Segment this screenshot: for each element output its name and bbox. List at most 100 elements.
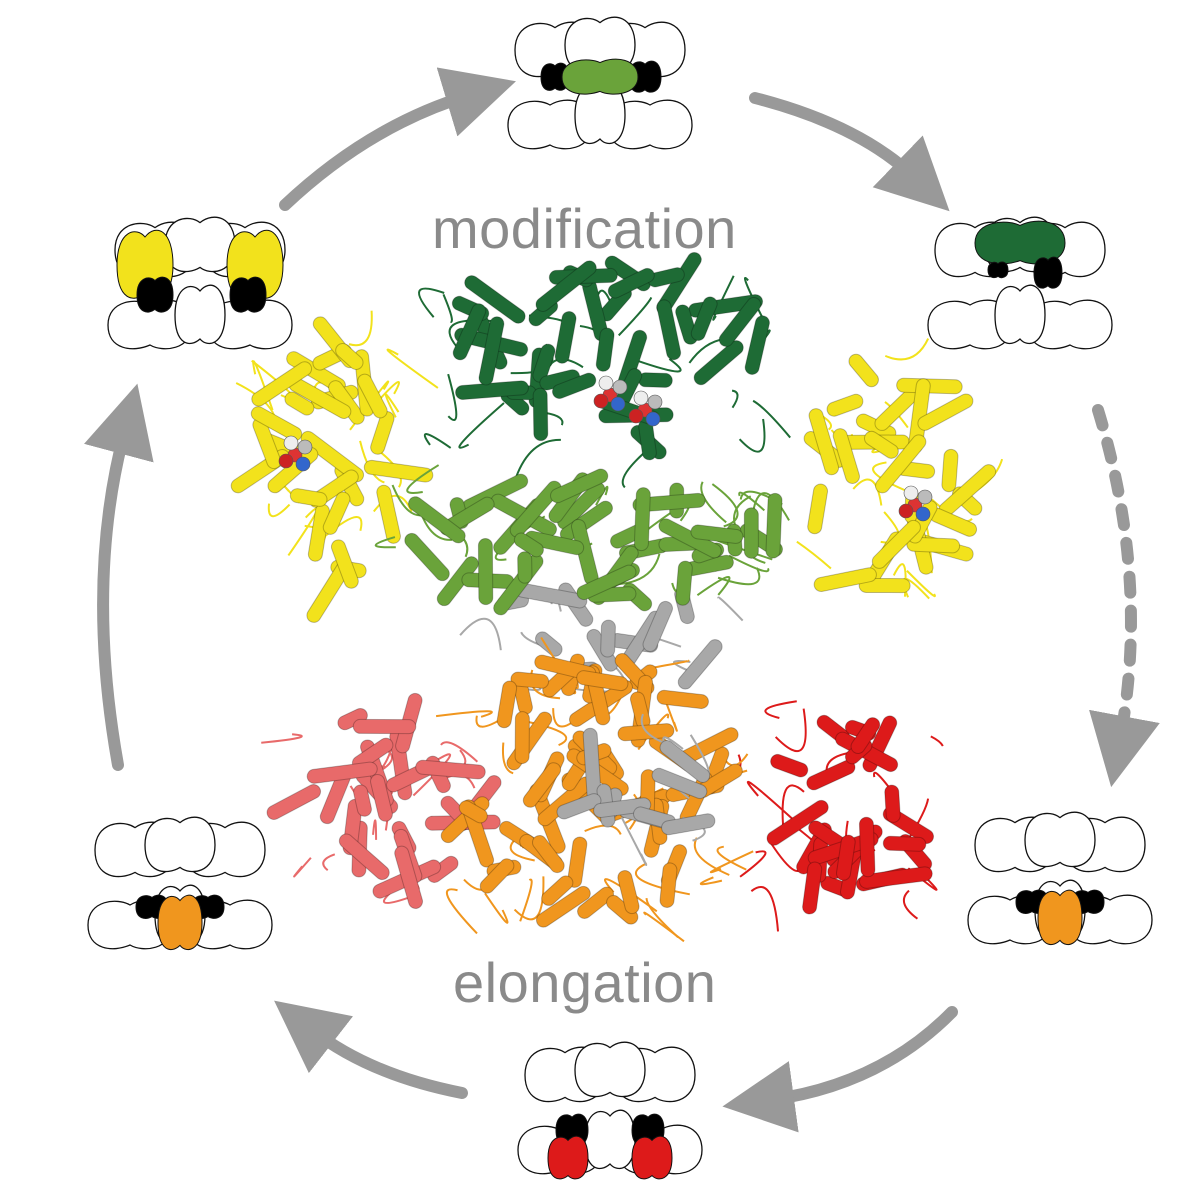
loop [750,885,780,932]
atom-sphere [633,390,649,406]
atom-sphere [898,503,914,519]
helix-cylinder [850,717,881,754]
atom-sphere [297,439,313,455]
helix-cylinder [808,408,840,476]
helix-cylinder [514,711,530,765]
loop [293,857,312,878]
loop [645,898,679,939]
loop [374,536,396,549]
helix-cylinder [576,564,637,601]
loop [693,837,730,876]
subunit-outline [574,1041,646,1098]
helix-cylinder [557,481,606,530]
subunit-outline [607,99,693,150]
helix-cylinder [404,532,450,582]
helix-cylinder [848,353,879,388]
atom-sphere [610,396,626,412]
helix-cylinder [690,296,718,341]
light-green-domain [374,464,790,616]
helix-cylinder [353,784,372,817]
helix-cylinder [532,387,549,442]
loop [774,708,807,752]
red-domain-right [701,700,944,932]
subunit-outline [584,1109,636,1169]
helix-cylinder [577,886,615,919]
helix-cylinder [567,836,588,888]
loop [700,876,723,886]
helix-cylinder [554,310,577,364]
loop [739,850,767,878]
loop [764,700,797,719]
helix-cylinder [632,492,706,513]
loop [521,719,568,747]
helix-cylinder [479,858,515,894]
arrow-bottom-left [274,1000,468,1099]
loop [902,889,919,920]
helix-cylinder [452,303,487,361]
helix-cylinder [363,459,434,483]
arrow-right-dashed [1089,404,1160,788]
subunit-outline [1024,811,1096,868]
loop [348,310,373,347]
helix-cylinder [832,428,860,484]
loop [445,888,478,935]
helix-cylinder [415,759,486,780]
loop [519,878,533,922]
dark-green-domain [418,251,791,489]
helix-cylinder [826,393,864,417]
helix-cylinder [871,519,921,569]
loop [322,853,336,872]
elongation-label: elongation [453,951,717,1014]
atom-sphere [647,394,663,410]
loop [406,464,440,494]
helix-cylinder [807,483,829,535]
helix-cylinder [394,845,424,909]
helix-cylinder [522,762,562,808]
loop [634,862,690,896]
helix-cylinder [541,875,574,906]
subunit-outline [1027,299,1113,350]
loop [458,402,505,449]
loop [711,483,739,528]
helix-cylinder [806,759,856,791]
helix-cylinder [941,448,959,493]
arrow-top-left [279,67,516,211]
helix-cylinder [617,870,640,915]
helix-cylinder [478,316,505,386]
helix-cylinder [532,343,556,383]
loop [261,733,303,744]
state-modification-dark-green [927,216,1113,350]
loop [744,277,764,320]
helix-cylinder [250,406,303,442]
helix-cylinder [744,315,770,375]
state-yellow [107,216,293,350]
helix-cylinder [477,538,494,606]
atom-sphere [612,379,628,395]
loop [716,845,747,871]
highlighted-domain [628,60,662,93]
loop [738,491,766,512]
loop [501,742,514,775]
helix-cylinder [661,813,716,836]
loop [447,373,458,422]
arrow-top-right [749,92,950,212]
helix-cylinder [266,784,322,820]
subunit-outline [164,216,236,273]
helix-cylinder [858,816,876,878]
helix-cylinder [551,372,597,400]
arrow-bottom-right [722,1006,958,1133]
atom-sphere [628,408,644,424]
helix-cylinder [595,327,615,372]
helix-cylinder [693,340,744,386]
atom-sphere [598,375,614,391]
helix-cylinder [743,507,759,559]
loop [595,485,609,506]
helix-cylinder [284,391,315,416]
helix-cylinder [906,536,961,554]
helix-cylinder [633,487,651,552]
helix-cylinder [659,862,678,908]
highlighted-domain [631,1135,673,1180]
helix-cylinder [675,560,693,606]
loop [545,411,564,426]
